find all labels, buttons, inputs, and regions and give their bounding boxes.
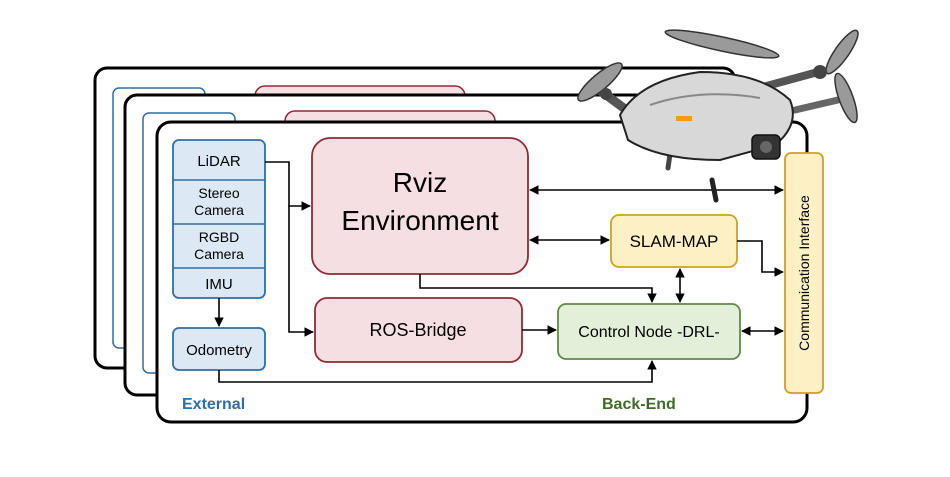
control-node-label: Control Node -DRL- [578, 324, 719, 341]
sensor-imu-label: IMU [205, 276, 233, 293]
drone-illustration [577, 29, 859, 203]
section-external-label: External [182, 396, 245, 413]
ros-bridge-box: ROS-Bridge [314, 297, 523, 363]
odometry-label: Odometry [186, 342, 252, 359]
control-node-box: Control Node -DRL- [557, 303, 741, 360]
odometry-box: Odometry [172, 327, 266, 371]
rviz-label-line2: Environment [341, 205, 498, 236]
communication-interface-box: Communication Interface [784, 152, 824, 394]
slam-map-label: SLAM-MAP [630, 232, 719, 251]
ros-bridge-label: ROS-Bridge [369, 320, 466, 340]
sensor-lidar-label: LiDAR [197, 153, 241, 170]
slam-map-box: SLAM-MAP [610, 214, 738, 268]
connectors [214, 161, 784, 383]
section-backend-label: Back-End [602, 396, 676, 413]
rviz-label-line1: Rviz [393, 167, 447, 198]
communication-interface-label: Communication Interface [796, 195, 812, 351]
rviz-box: Rviz Environment [311, 137, 529, 275]
